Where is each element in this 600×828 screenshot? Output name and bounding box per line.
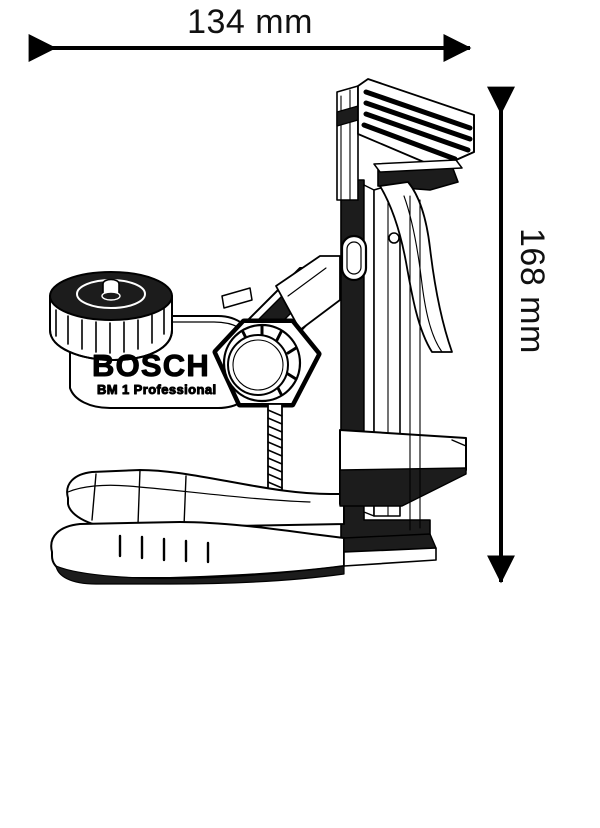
threaded-adjustment-rod xyxy=(267,403,283,513)
clamp-release-lever xyxy=(379,181,453,353)
column-slot-inner xyxy=(346,241,362,275)
rail-guide-lines xyxy=(409,195,421,531)
drawing-canvas: BOSCH BM 1 Professional 134 mm 168 mm xyxy=(28,3,551,585)
width-dimension-label: 134 mm xyxy=(187,3,313,41)
adjustment-knob-inner xyxy=(232,339,284,391)
base-right-face xyxy=(343,547,437,567)
model-name: BM 1 Professional xyxy=(97,382,217,397)
foot-pad-top-edge xyxy=(67,484,311,503)
dial-knurls xyxy=(55,307,165,354)
lever-pivot-pin xyxy=(388,232,400,244)
hexagonal-pivot-housing xyxy=(212,318,322,408)
brace-edge xyxy=(451,439,467,447)
brand-wordmark: BOSCH xyxy=(92,348,210,383)
product-illustration: BOSCH BM 1 Professional xyxy=(49,78,475,585)
knurled-rotation-dial xyxy=(49,271,173,361)
ribbed-clamp-jaw xyxy=(357,78,475,169)
base-foot xyxy=(50,469,345,585)
height-dimension-label: 168 mm xyxy=(513,228,551,354)
upper-post xyxy=(336,85,359,201)
clamp-jaw-lip-top xyxy=(373,159,463,173)
rear-support-brace xyxy=(339,429,467,507)
brace-shadow xyxy=(339,467,467,507)
product-technical-drawing: BOSCH BM 1 Professional xyxy=(28,34,515,585)
shoulder-crease xyxy=(287,267,327,297)
body-vent-slot xyxy=(221,287,253,309)
dial-center-base xyxy=(101,291,121,301)
foot-pad-seams xyxy=(91,469,187,527)
sole-grip-ribs xyxy=(118,534,210,564)
